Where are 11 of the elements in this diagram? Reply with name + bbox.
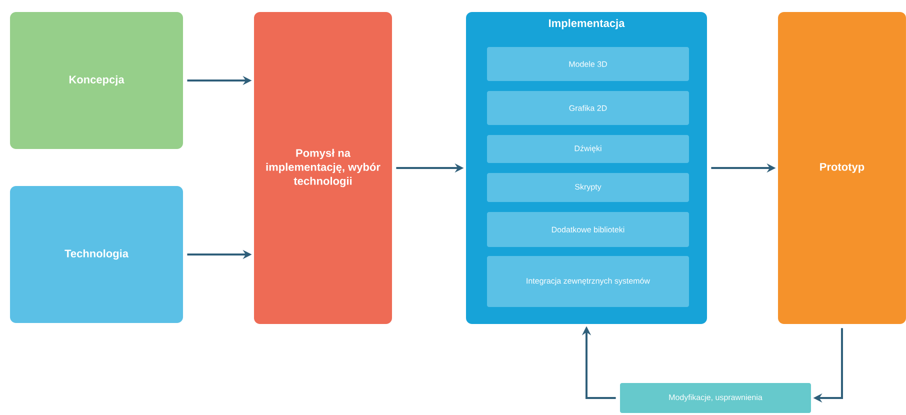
- item-box: Skrypty: [487, 173, 689, 202]
- item-box: Modele 3D: [487, 47, 689, 81]
- process-box: Prototyp: [778, 12, 906, 324]
- item-box: Dźwięki: [487, 135, 689, 163]
- process-box: Pomysł na implementację, wybór technologii: [254, 12, 392, 324]
- process-box: Koncepcja: [10, 12, 183, 149]
- process-box: Technologia: [10, 186, 183, 323]
- item-box: Dodatkowe biblioteki: [487, 212, 689, 247]
- item-box: Grafika 2D: [487, 91, 689, 125]
- process-box: Modyfikacje, usprawnienia: [620, 382, 811, 413]
- item-box: Integracja zewnętrznych systemów: [487, 256, 689, 307]
